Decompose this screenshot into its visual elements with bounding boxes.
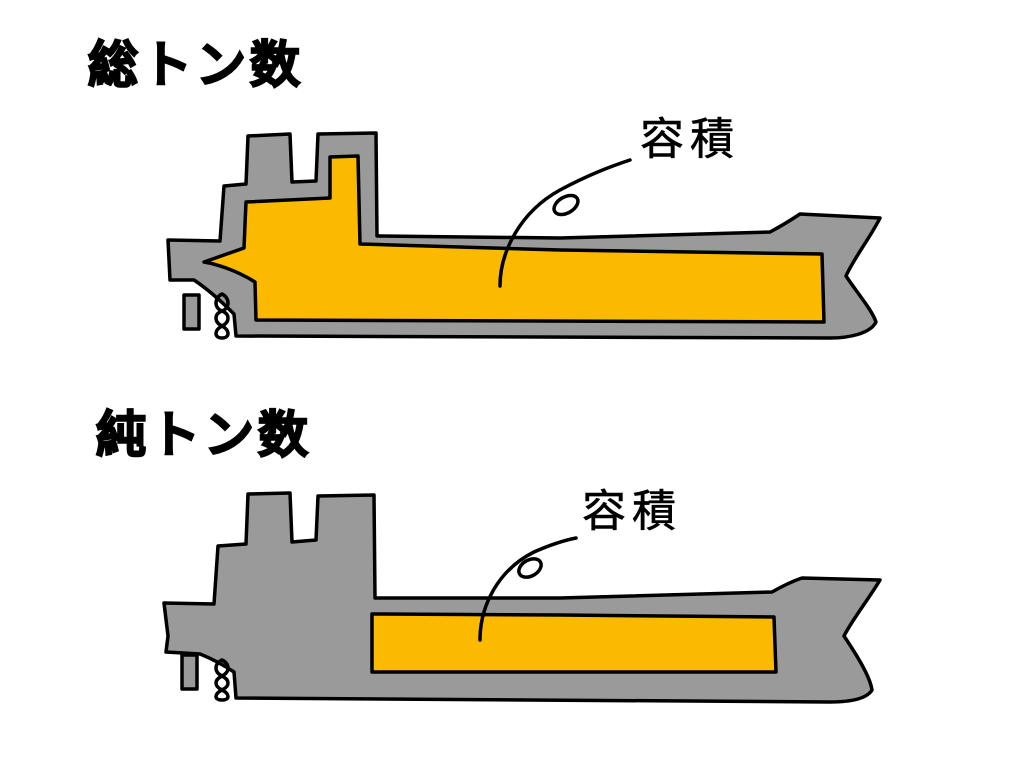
net-rudder-icon: [180, 653, 199, 691]
gross-volume-label: 容積: [640, 114, 740, 165]
net-propeller-icon: [214, 658, 230, 702]
gross-ship: [166, 131, 882, 340]
gross-volume-fill: [202, 154, 826, 324]
net-callout-line: [478, 536, 578, 642]
gross-tonnage-heading: 総トン数: [87, 36, 304, 94]
net-volume-label: 容積: [582, 486, 682, 537]
net-volume-fill: [370, 612, 778, 674]
gross-propeller-icon: [214, 292, 230, 340]
gross-callout-line: [498, 158, 632, 288]
net-callout-loop: [517, 557, 543, 579]
net-ship: [162, 491, 882, 704]
net-tonnage-heading: 純トン数: [95, 406, 312, 464]
gross-callout-loop: [552, 193, 580, 217]
gross-rudder-icon: [182, 293, 201, 331]
